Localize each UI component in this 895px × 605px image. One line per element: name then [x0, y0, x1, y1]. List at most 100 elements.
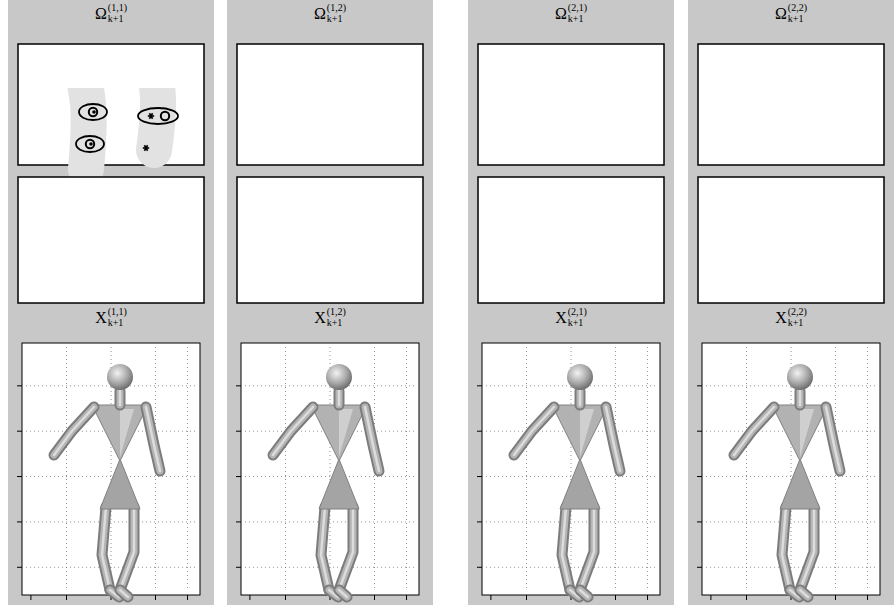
- axis-tick: [490, 595, 491, 600]
- limb-tube-highlight: [514, 407, 554, 455]
- image-frame: [18, 44, 204, 165]
- plot-frame: [482, 343, 660, 595]
- head-sphere: [107, 364, 133, 390]
- grid-line: [706, 521, 876, 522]
- superscript-label: (1,2): [327, 3, 346, 14]
- predicted-point: [89, 108, 97, 116]
- star-marker: [144, 145, 147, 151]
- axis-tick: [30, 595, 31, 600]
- subscript-label: k+1: [568, 318, 587, 329]
- limb-tube-shade: [120, 507, 134, 590]
- axis-tick: [236, 567, 241, 568]
- torso: [311, 405, 367, 461]
- limb-tube-highlight: [54, 407, 94, 455]
- limb-tube: [273, 407, 313, 455]
- limb-tube-highlight: [800, 590, 808, 597]
- limb-tube: [339, 590, 347, 597]
- limb-tube: [795, 391, 806, 405]
- axis-tick: [17, 567, 22, 568]
- limb-tube-highlight: [120, 507, 134, 590]
- grid-line: [245, 521, 415, 522]
- limb-tube-highlight: [580, 590, 588, 597]
- state-heading: Ω(1,1)k+1: [95, 3, 127, 24]
- limb-tube: [339, 507, 353, 590]
- subscript-label: k+1: [327, 318, 346, 329]
- subscript-label: k+1: [108, 14, 127, 25]
- limb-tube-shade: [577, 391, 584, 405]
- axis-tick: [477, 476, 482, 477]
- grid-line: [245, 476, 415, 477]
- axis-tick: [249, 595, 250, 600]
- limb-tube-shade: [782, 507, 790, 590]
- axis-tick: [477, 385, 482, 386]
- pelvis: [780, 459, 820, 509]
- axis-tick: [697, 476, 702, 477]
- column-panel: [468, 0, 674, 605]
- grid-line: [486, 567, 656, 568]
- measured-point: [89, 142, 93, 146]
- image-frame: [478, 177, 664, 303]
- predicted-point: [161, 112, 169, 120]
- image-frame: [478, 44, 664, 165]
- axis-tick: [17, 385, 22, 386]
- pose-heading: X(1,1)k+1: [95, 307, 127, 328]
- image-frame: [698, 177, 884, 303]
- axis-tick: [406, 595, 407, 600]
- superscript-label: (1,1): [108, 3, 127, 14]
- state-heading: Ω(1,2)k+1: [314, 3, 346, 24]
- grid-line: [245, 567, 415, 568]
- axis-tick: [155, 595, 156, 600]
- limb-tube-highlight: [273, 407, 313, 455]
- grid-line: [706, 476, 876, 477]
- limb-tube-shade: [797, 391, 804, 405]
- script-stack: (2,1)k+1: [568, 3, 587, 24]
- symbol-label: Ω: [95, 6, 107, 22]
- axis-tick: [17, 476, 22, 477]
- axis-tick: [526, 595, 527, 600]
- script-stack: (1,1)k+1: [108, 307, 127, 328]
- limb-tube-highlight: [826, 407, 840, 471]
- limb-tube-highlight: [580, 507, 594, 590]
- plot-frame: [241, 343, 419, 595]
- pose-heading: X(2,2)k+1: [775, 307, 807, 328]
- grid-line: [26, 567, 196, 568]
- limb-tube-shade: [339, 590, 347, 597]
- subscript-label: k+1: [788, 14, 807, 25]
- superscript-label: (1,1): [108, 307, 127, 318]
- axis-tick: [697, 431, 702, 432]
- limb-tube-highlight: [782, 507, 790, 590]
- superscript-label: (1,2): [327, 307, 346, 318]
- script-stack: (1,2)k+1: [327, 3, 346, 24]
- axis-tick: [647, 595, 648, 600]
- image-frame: [237, 177, 423, 303]
- axis-tick: [477, 431, 482, 432]
- subscript-label: k+1: [327, 14, 346, 25]
- limb-tube: [800, 590, 808, 597]
- image-frame: [18, 177, 204, 303]
- limb-tube: [321, 507, 329, 590]
- state-heading: Ω(2,2)k+1: [775, 3, 807, 24]
- grid-line: [526, 347, 527, 591]
- limb-tube: [115, 391, 126, 405]
- axis-tick: [835, 595, 836, 600]
- axis-tick: [285, 595, 286, 600]
- image-frame: [698, 44, 884, 165]
- grid-line: [26, 521, 196, 522]
- limb-tube-highlight: [146, 407, 160, 471]
- limb-tube-shade: [120, 590, 128, 597]
- torso: [552, 405, 608, 461]
- limb-tube: [606, 407, 620, 471]
- axis-tick: [17, 431, 22, 432]
- subscript-label: k+1: [568, 14, 587, 25]
- limb-silhouette: [148, 88, 158, 150]
- symbol-label: X: [775, 310, 787, 326]
- torso-highlight: [580, 409, 594, 457]
- measured-point: [92, 110, 96, 114]
- limb-tube-shade: [117, 391, 124, 405]
- limb-tube-highlight: [734, 407, 774, 455]
- head-sphere: [787, 364, 813, 390]
- limb-tube-highlight: [339, 590, 347, 597]
- limb-tube-highlight: [120, 590, 128, 597]
- limb-tube: [120, 507, 134, 590]
